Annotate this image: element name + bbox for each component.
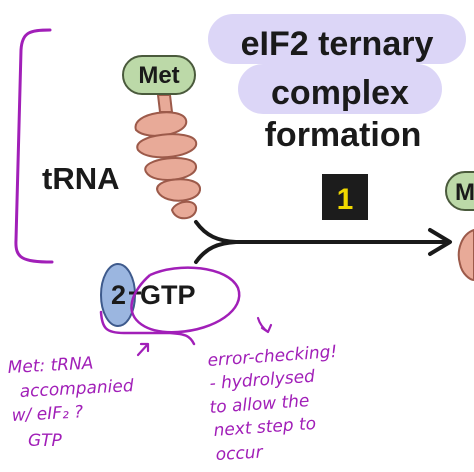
annotation-right-line-1: error-checking! <box>207 342 338 371</box>
met-left-label: Met <box>138 62 179 89</box>
title-highlight-2 <box>238 64 442 114</box>
trna-coil-icon <box>134 94 201 220</box>
title-highlight-1 <box>208 14 466 64</box>
title-line-1: eIF2 ternary <box>241 25 434 63</box>
gtp-circle-mark <box>130 266 241 334</box>
title-line-3: formation <box>265 116 422 154</box>
trna-label: tRNA <box>42 161 120 196</box>
met-right-pill <box>445 171 474 211</box>
complex-underline-mark <box>99 310 196 346</box>
trna-bracket <box>14 28 54 264</box>
annotation-right-line-3: to allow the <box>209 391 310 418</box>
gtp-label: GTP <box>140 280 196 310</box>
trna-right-partial <box>457 228 474 282</box>
annotation-left-line-4: GTP <box>28 431 63 451</box>
met-left-pill <box>122 55 196 95</box>
arrow-to-gtp-mark <box>256 316 273 334</box>
reaction-arrow <box>194 220 452 264</box>
annotation-left-line-2: accompanied <box>19 376 134 402</box>
annotation-left: Met: tRNA accompanied w/ eIF₂ ? GTP <box>7 354 134 451</box>
met-right-label: M <box>455 179 474 206</box>
annotation-left-line-1: Met: tRNA <box>7 354 94 378</box>
step-badge-number: 1 <box>337 183 354 216</box>
annotation-right-line-2: - hydrolysed <box>209 367 316 394</box>
annotation-right: error-checking! - hydrolysed to allow th… <box>207 342 338 465</box>
title-line-2: complex <box>271 74 409 112</box>
eif2-number: 2 <box>111 280 126 310</box>
annotation-right-line-4: next step to <box>213 414 317 441</box>
annotation-right-line-5: occur <box>215 443 264 465</box>
arrow-to-complex-mark <box>136 342 150 357</box>
annotation-left-line-3: w/ eIF₂ ? <box>11 402 83 426</box>
step-badge <box>322 174 368 220</box>
